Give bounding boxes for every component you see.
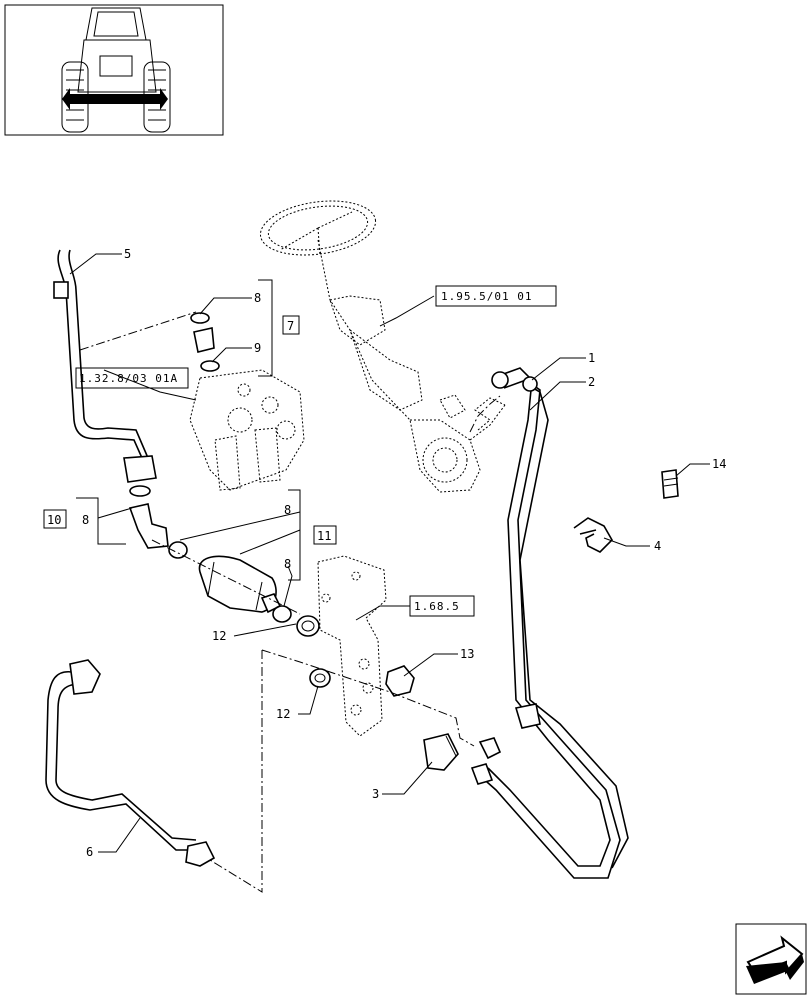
nut-13 bbox=[385, 665, 415, 697]
reference-bracket: 1.68.5 bbox=[414, 600, 460, 613]
clip-4 bbox=[573, 517, 613, 553]
callout-labels: 5 8 7 9 1 2 14 4 10 8 8 11 8 12 12 13 3 … bbox=[43, 247, 726, 859]
pipe-6 bbox=[45, 659, 216, 867]
callout-9: 9 bbox=[254, 341, 261, 355]
tractor-thumbnail bbox=[4, 4, 224, 136]
callout-13: 13 bbox=[460, 647, 474, 661]
pipes-1-2 bbox=[470, 367, 629, 879]
o-rings bbox=[168, 541, 331, 688]
callout-1: 1 bbox=[588, 351, 595, 365]
callout-6: 6 bbox=[86, 845, 93, 859]
reference-box-steering[interactable] bbox=[435, 285, 557, 307]
bracket-reference bbox=[317, 555, 387, 737]
callout-8: 8 bbox=[254, 291, 261, 305]
stud-14 bbox=[661, 469, 679, 499]
next-page-button[interactable] bbox=[735, 923, 807, 995]
tractor-front-view-icon bbox=[61, 7, 171, 133]
reference-boxes: 1.95.5/01 01 1.32.8/03 01A 1.68.5 bbox=[75, 285, 557, 617]
reference-pump: 1.32.8/03 01A bbox=[79, 372, 178, 385]
callout-10: 10 bbox=[47, 513, 61, 527]
next-page-arrow-icon bbox=[746, 935, 804, 984]
callout-4: 4 bbox=[654, 539, 661, 553]
reference-steering: 1.95.5/01 01 bbox=[441, 290, 532, 303]
leader-lines bbox=[69, 253, 710, 853]
pump-reference bbox=[189, 369, 305, 491]
callout-11: 11 bbox=[317, 529, 331, 543]
pipe-5 bbox=[53, 249, 157, 483]
callout-7-box bbox=[282, 315, 300, 335]
callout-10-box bbox=[43, 509, 67, 529]
reference-box-pump[interactable] bbox=[75, 367, 189, 389]
elbow-fitting-10 bbox=[128, 485, 169, 549]
switch-3 bbox=[423, 733, 459, 771]
callout-7: 7 bbox=[287, 319, 294, 333]
steering-column-reference bbox=[259, 200, 506, 493]
connection-lines bbox=[79, 311, 501, 893]
callout-12: 12 bbox=[276, 707, 290, 721]
callout-8: 8 bbox=[82, 513, 89, 527]
callout-3: 3 bbox=[372, 787, 379, 801]
callout-2: 2 bbox=[588, 375, 595, 389]
callout-12: 12 bbox=[212, 629, 226, 643]
callout-8: 8 bbox=[284, 557, 291, 571]
fitting-7 bbox=[190, 312, 220, 372]
callout-14: 14 bbox=[712, 457, 726, 471]
callout-11-box bbox=[313, 525, 337, 545]
reference-box-bracket[interactable] bbox=[409, 595, 475, 617]
callout-5: 5 bbox=[124, 247, 131, 261]
callout-8: 8 bbox=[284, 503, 291, 517]
